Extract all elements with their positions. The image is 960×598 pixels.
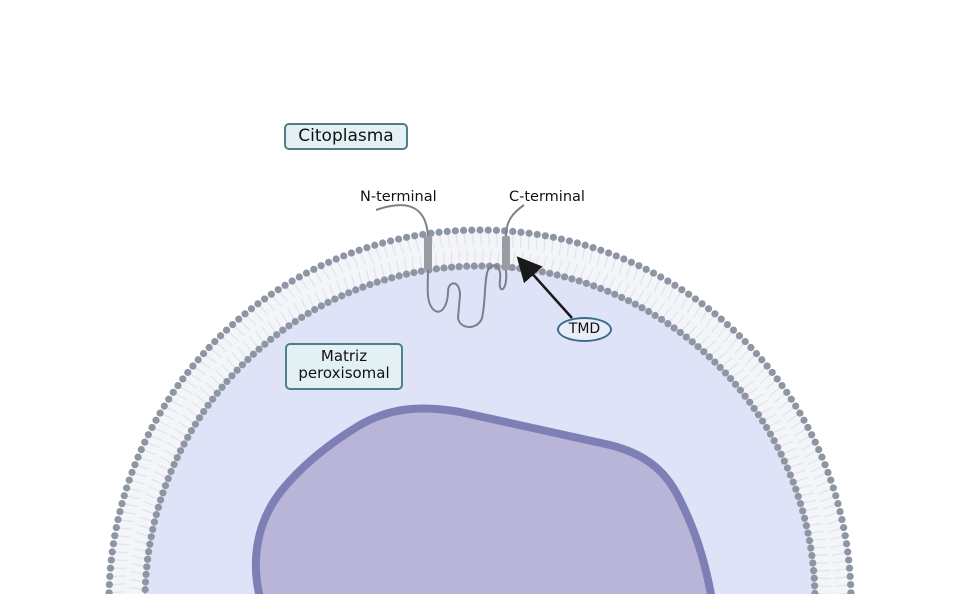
tmd-segment-2 (502, 236, 510, 270)
c-terminal-label: C-terminal (509, 189, 585, 205)
n-terminal-label: N-terminal (360, 189, 437, 205)
matrix-label: Matriz peroxisomal (285, 343, 403, 390)
tmd-label: TMD (557, 317, 612, 342)
matrix-label-line1: Matriz (287, 348, 401, 365)
cytoplasm-label: Citoplasma (284, 123, 408, 150)
tmd-segment-1 (424, 236, 432, 270)
matrix-label-line2: peroxisomal (287, 365, 401, 382)
